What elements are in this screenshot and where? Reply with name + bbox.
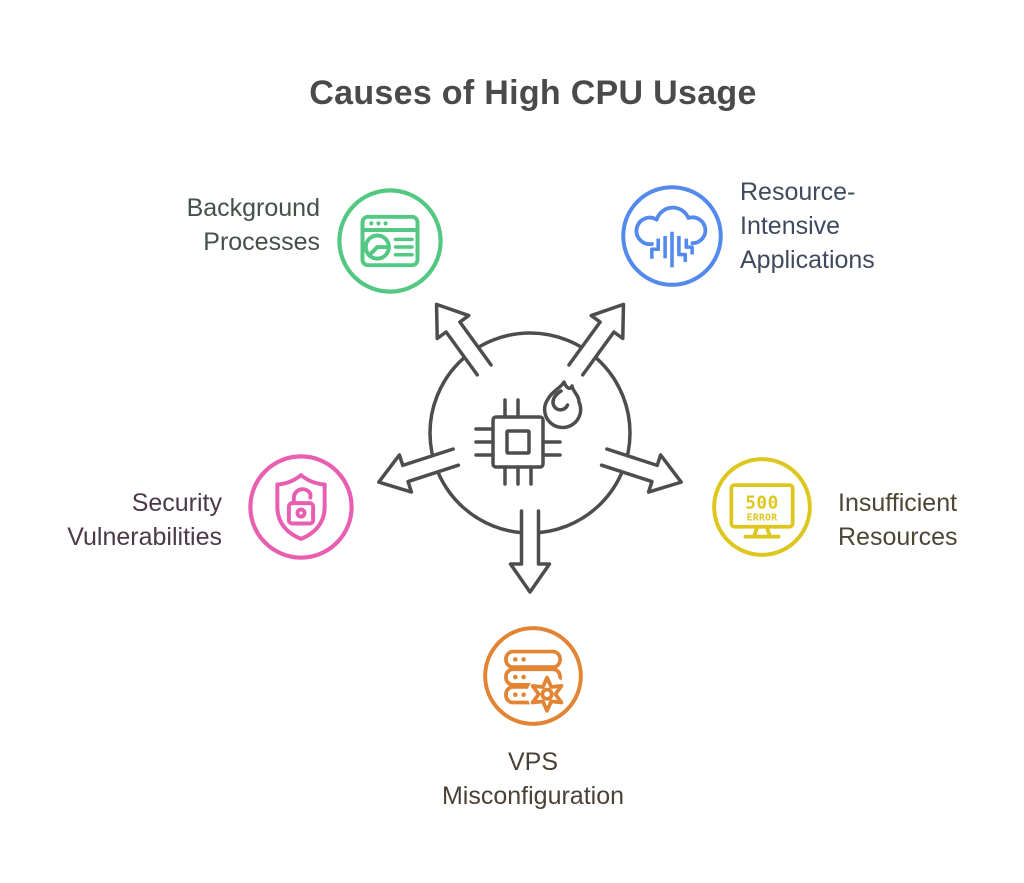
flame-icon <box>542 380 583 430</box>
radial-arrow-up-right <box>567 302 626 377</box>
label-vps-misconfiguration: VPS Misconfiguration <box>441 748 625 810</box>
label-insufficient-resources: Insufficient Resources <box>838 489 958 551</box>
cloud-circuit-icon <box>621 185 723 287</box>
node-background-processes <box>335 186 445 296</box>
browser-pie-chart-icon <box>337 188 443 294</box>
page-title: Causes of High CPU Usage <box>309 74 757 112</box>
node-insufficient-resources: 500 ERROR <box>710 455 814 559</box>
shield-unlocked-icon <box>248 454 354 560</box>
monitor-text-500: 500 <box>745 494 778 514</box>
node-security-vulnerabilities <box>246 452 356 562</box>
label-background-processes: Background Processes <box>186 194 320 256</box>
radial-arrow-up-left <box>434 302 493 377</box>
monitor-text-error: ERROR <box>747 513 778 524</box>
node-vps-misconfiguration <box>481 624 585 728</box>
label-resource-intensive-applications: Resource-Intensive Applications <box>740 178 875 274</box>
cpu-chip-icon <box>474 398 562 486</box>
node-resource-intensive-applications <box>619 183 725 289</box>
radial-arrow-left <box>377 447 461 494</box>
server-gear-icon <box>483 626 583 726</box>
error-monitor-icon: 500 ERROR <box>712 457 812 557</box>
radial-arrow-right <box>599 447 683 494</box>
label-security-vulnerabilities: Security Vulnerabilities <box>67 489 222 551</box>
cpu-hub-icon <box>377 302 683 594</box>
radial-arrow-down <box>508 509 552 594</box>
